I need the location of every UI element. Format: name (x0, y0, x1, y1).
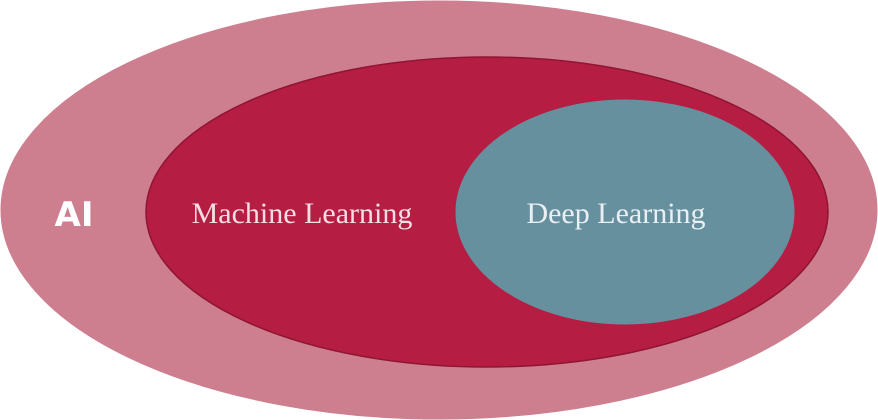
ai-label: AI (55, 195, 94, 235)
machine-learning-label: Machine Learning (192, 197, 413, 230)
deep-learning-region-ellipse (455, 99, 795, 325)
deep-learning-label: Deep Learning (526, 197, 705, 230)
